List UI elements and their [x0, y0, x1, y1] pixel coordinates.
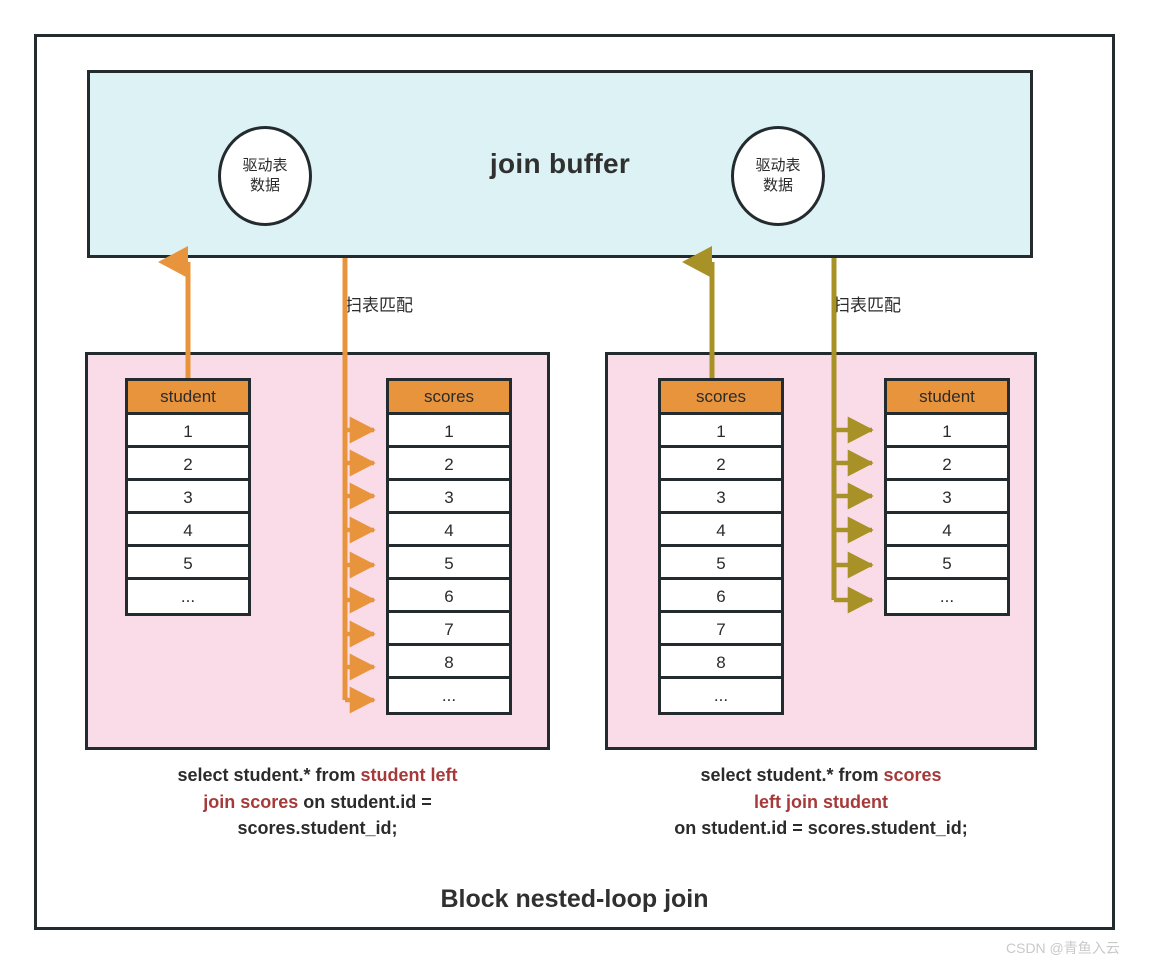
table-row: 8	[661, 646, 781, 679]
table-row: 7	[661, 613, 781, 646]
table-row: 5	[128, 547, 248, 580]
table-header: student	[887, 381, 1007, 415]
diagram-title: Block nested-loop join	[440, 885, 709, 913]
table-row: 2	[128, 448, 248, 481]
table-row: 4	[128, 514, 248, 547]
table-row: 3	[389, 481, 509, 514]
table-row: ...	[939, 587, 955, 606]
table-row: 3	[887, 481, 1007, 514]
table-left-scores: scores 1 2 3 4 5 6 7 8 ...	[386, 378, 512, 715]
scan-match-label-left: 扫表匹配	[345, 296, 413, 315]
table-row: 4	[661, 514, 781, 547]
ellipse-right-line1: 驱动表	[755, 156, 801, 174]
join-buffer-title: join buffer	[489, 148, 631, 179]
sql-right-l1-plain: select student.* from	[700, 765, 884, 785]
sql-left-l3-plain: scores.student_id;	[237, 818, 398, 839]
table-row: 4	[389, 514, 509, 547]
table-left-student: student 1 2 3 4 5 ...	[125, 378, 251, 616]
table-row: 2	[389, 448, 509, 481]
sql-caption-left: select student.* from student left join …	[90, 762, 545, 842]
sql-right-l3-plain: on student.id = scores.student_id;	[674, 818, 968, 839]
sql-right-l1-keyword: scores	[883, 765, 942, 785]
table-row: 3	[128, 481, 248, 514]
table-header: student	[128, 381, 248, 415]
table-header: scores	[389, 381, 509, 415]
table-header: scores	[661, 381, 781, 415]
sql-left-l1-plain: select student.* from	[177, 765, 361, 785]
sql-left-l1-keyword: student left	[360, 765, 458, 785]
table-row: ...	[713, 686, 729, 705]
ellipse-right-line2: 数据	[762, 177, 793, 194]
table-row: ...	[441, 686, 457, 705]
driving-table-data-ellipse-left: 驱动表 数据	[218, 126, 312, 226]
table-row: 3	[661, 481, 781, 514]
table-row: 2	[661, 448, 781, 481]
table-row: 1	[128, 415, 248, 448]
table-row: 5	[661, 547, 781, 580]
scan-match-label-right: 扫表匹配	[833, 296, 901, 315]
sql-left-l2-keyword: join scores	[203, 791, 299, 812]
sql-right-l2-keyword: left join student	[754, 791, 888, 812]
sql-caption-right: select student.* from scores left join s…	[600, 762, 1042, 842]
table-row: 6	[389, 580, 509, 613]
sql-left-l2-plain: on student.id =	[298, 791, 432, 812]
table-row: 7	[389, 613, 509, 646]
table-right-scores: scores 1 2 3 4 5 6 7 8 ...	[658, 378, 784, 715]
watermark: CSDN @青鱼入云	[1006, 940, 1120, 956]
table-row: 6	[661, 580, 781, 613]
table-row: 5	[887, 547, 1007, 580]
ellipse-left-line2: 数据	[249, 177, 280, 194]
table-row: 1	[661, 415, 781, 448]
table-row: 1	[389, 415, 509, 448]
driving-table-data-ellipse-right: 驱动表 数据	[731, 126, 825, 226]
table-row: 1	[887, 415, 1007, 448]
table-row: 8	[389, 646, 509, 679]
table-row: 2	[887, 448, 1007, 481]
table-row: 5	[389, 547, 509, 580]
ellipse-left-line1: 驱动表	[242, 156, 288, 174]
table-row: ...	[180, 587, 196, 606]
table-right-student: student 1 2 3 4 5 ...	[884, 378, 1010, 616]
table-row: 4	[887, 514, 1007, 547]
